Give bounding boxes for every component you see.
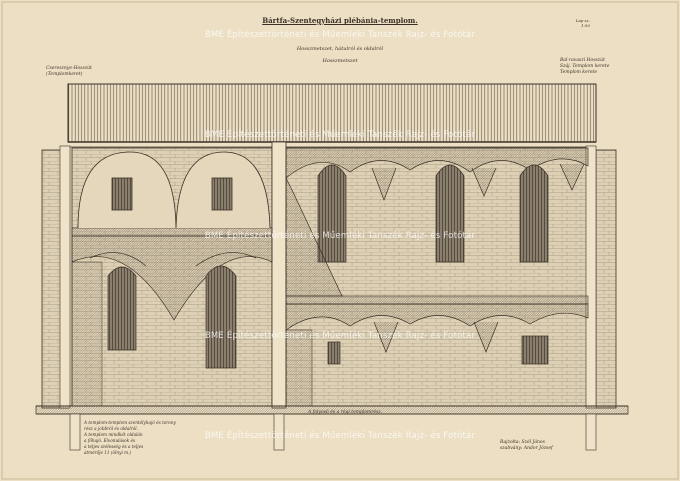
upper-right-vaults [285, 147, 589, 297]
bottom-right-note: Rajzolta: Szél János szabvány: Andor Józ… [500, 440, 553, 451]
lower-right-vaults [285, 303, 589, 407]
label-left-top: Cseresznye-Hosszút (Templomkeret) [46, 66, 92, 77]
drawing-subtitle-2: Hosszmetszet [322, 58, 358, 64]
watermark-row-2: BME Építészettörténeti és Műemléki Tansz… [204, 130, 476, 140]
drawing-title: Bártfa-Szentegyházi plébánia-templom. [262, 16, 418, 25]
watermark-row-3: BME Építészettörténeti és Műemléki Tansz… [204, 231, 476, 241]
ground-line [35, 405, 629, 451]
watermark-row-4: BME Építészettörténeti és Műemléki Tansz… [204, 331, 476, 341]
watermark-row-5: BME Építészettörténeti és Műemléki Tansz… [204, 431, 476, 441]
roof [67, 83, 597, 148]
watermark-row-1: BME Építészettörténeti és Műemléki Tansz… [204, 30, 476, 40]
upper-left-vaults [77, 151, 271, 229]
label-right-top: Bal-ravaszi Hosszút Száj. Templom kerete… [560, 58, 610, 75]
lower-left-vaults [71, 235, 273, 407]
bottom-left-note: A templom-templom szentélyhajó és torony… [84, 420, 176, 455]
corner-note: Lap sz. 1:50 [575, 18, 590, 28]
drawing-subtitle-1: Hosszmetszet, hátulról és oldalról [296, 46, 384, 52]
center-note: A folyosó és a régi templomrész. [308, 410, 383, 415]
